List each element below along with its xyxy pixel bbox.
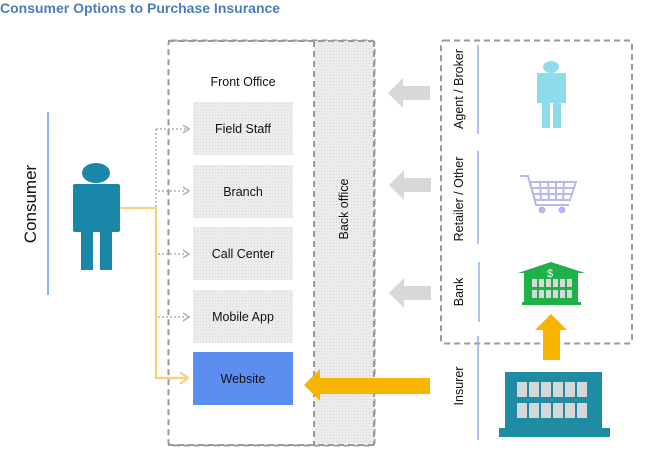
channel-field-staff[interactable]: Field Staff (193, 102, 293, 155)
back-office-column (314, 41, 374, 445)
person-icon (73, 163, 120, 270)
arrow-left-icon (388, 78, 430, 108)
gray-arrows (388, 78, 431, 308)
dotted-connectors (155, 128, 186, 318)
channel-label: Website (220, 371, 266, 386)
chevron-right-icon (182, 249, 191, 259)
diagram-title: Consumer Options to Purchase Insurance (0, 0, 281, 16)
divider-lines (477, 45, 480, 440)
channel-label: Call Center (211, 246, 275, 261)
chevron-right-icon (182, 312, 191, 322)
channel-label: Field Staff (214, 121, 272, 136)
channel-website[interactable]: Website (193, 352, 293, 405)
insurer-building-icon (499, 372, 610, 437)
chevron-right-icon (182, 186, 191, 196)
agent-person-icon (537, 61, 566, 128)
retailer-other-label: Retailer / Other (452, 156, 466, 242)
chevron-right-icon (182, 124, 191, 134)
channel-label: Mobile App (212, 309, 274, 324)
consumer-divider (47, 112, 49, 295)
insurer-to-bank-arrow (535, 314, 567, 360)
consumer-website-connector (120, 206, 190, 385)
dotted-arrowheads (182, 124, 191, 322)
intermediaries-frame (440, 39, 633, 345)
channel-label: Branch (223, 184, 263, 199)
insurer-to-website-arrow (304, 369, 430, 401)
insurer-label: Insurer (452, 366, 466, 406)
bank-label: Bank (452, 277, 466, 307)
front-office-label: Front Office (210, 75, 276, 89)
channel-branch[interactable]: Branch (193, 165, 293, 218)
shopping-cart-icon (520, 175, 578, 214)
channel-mobile-app[interactable]: Mobile App (193, 290, 293, 343)
channel-call-center[interactable]: Call Center (193, 227, 293, 280)
arrow-left-icon (389, 170, 431, 200)
arrow-left-icon (389, 278, 431, 308)
agent-broker-label: Agent / Broker (452, 49, 466, 129)
bank-icon: $ (518, 262, 585, 305)
dollar-sign: $ (547, 268, 553, 280)
